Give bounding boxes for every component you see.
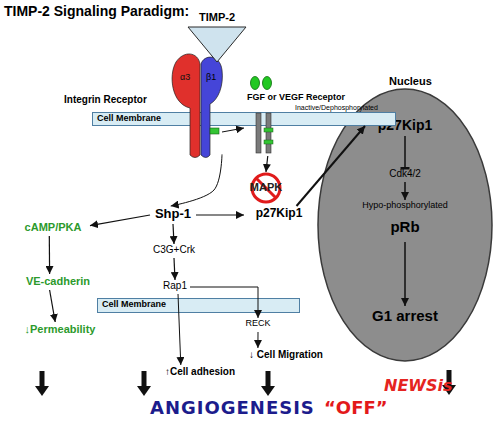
growth-factor-receptor-part — [256, 113, 261, 153]
arrow-shaft — [40, 371, 45, 387]
protein-label: Rap1 — [160, 280, 190, 292]
receptor-label: Inactive/Dephosphorylated — [295, 104, 378, 112]
outcome-heading: ANGIOGENESIS — [150, 398, 315, 419]
protein-node: p27Kip1 — [244, 206, 314, 224]
watermark: NEWSis — [384, 377, 453, 395]
growth-factor-receptor-part — [264, 140, 273, 144]
protein-label: Cdk4/2 — [380, 168, 430, 180]
protein-node: Shp-1 — [150, 206, 196, 224]
arrow-shaft — [266, 371, 271, 387]
receptor-label: FGF or VEGF Receptor — [247, 92, 345, 102]
protein-label: Hypo-phosphorylated — [345, 200, 465, 210]
down-arrow — [137, 371, 151, 396]
pathway-label: VE-cadherin — [16, 275, 100, 288]
growth-factor-receptor: FGF or VEGF ReceptorInactive/Dephosphory… — [244, 76, 376, 156]
protein-node: Hypo-phosphorylated pRb — [345, 200, 465, 242]
protein-label: pRb — [345, 218, 465, 235]
signal-arrow — [173, 224, 174, 244]
cell-membrane: Cell Membrane — [97, 298, 300, 313]
arrow-shaft — [142, 371, 147, 387]
protein-node: C3G+Crk — [146, 244, 202, 258]
cell-membrane: Cell Membrane — [92, 112, 396, 126]
growth-factor-receptor-part — [251, 77, 260, 90]
integrin-receptor-part — [201, 57, 222, 157]
pathway-node: cAMP/PKA — [16, 220, 90, 236]
receptor-label: β1 — [206, 72, 216, 82]
outcome-node: ↓Permeability — [12, 322, 108, 338]
diagram-title: TIMP-2 Signaling Paradigm: — [4, 3, 189, 19]
protein-label: p27Kip1 — [244, 207, 314, 221]
outcome-node: G1 arrest — [355, 306, 455, 328]
signal-arrow — [266, 156, 268, 172]
pathway-label: cAMP/PKA — [16, 221, 90, 234]
signal-arrow — [49, 236, 50, 274]
arrow-head — [261, 386, 275, 396]
signal-arrow — [171, 154, 222, 206]
outcome-label: G1 arrest — [355, 307, 455, 324]
pathway-node: VE-cadherin — [16, 274, 100, 290]
outcome-label: ↓Permeability — [12, 323, 108, 336]
signal-arrow — [297, 126, 366, 206]
growth-factor-receptor-part — [264, 128, 273, 132]
integrin-receptor-part — [172, 54, 200, 158]
integrin-receptor: Integrin Receptor α3 β1 — [62, 48, 222, 160]
signal-arrow — [178, 294, 181, 365]
ligand-name: TIMP-2 — [186, 11, 248, 24]
protein-node: RECK — [240, 318, 276, 332]
signal-arrow — [190, 287, 258, 318]
outcome-state: “OFF” — [324, 398, 388, 419]
compartment-label: Nucleus — [389, 75, 432, 88]
receptor-label: α3 — [180, 72, 190, 82]
signal-arrow — [404, 242, 406, 306]
outcome-node: ↓ Cell Migration — [234, 348, 338, 364]
ligand-triangle: TIMP-2 — [186, 10, 248, 64]
arrow-head — [35, 386, 49, 396]
arrow-head — [137, 386, 151, 396]
membrane-label: Cell Membrane — [97, 113, 161, 123]
protein-node: Cdk4/2 — [380, 168, 430, 182]
outcome-label: ↑Cell adhesion — [152, 366, 248, 378]
signal-arrow — [222, 128, 244, 132]
protein-label: RECK — [240, 318, 276, 328]
protein-label: Shp-1 — [150, 207, 196, 222]
kinase-label: MAPK — [245, 181, 287, 194]
protein-label: C3G+Crk — [146, 244, 202, 256]
down-arrow — [261, 371, 275, 396]
blocked-kinase: MAPK — [245, 172, 287, 204]
signal-arrow — [257, 332, 258, 348]
signal-arrow — [404, 182, 406, 200]
signal-arrow — [50, 290, 56, 322]
down-arrow — [35, 371, 49, 396]
outcome-node: ↑Cell adhesion — [152, 365, 248, 381]
protein-node: Rap1 — [160, 280, 190, 294]
signal-arrow — [174, 258, 175, 280]
nucleus: Nucleusp27Kip1Cdk4/2Hypo-phosphorylatedp… — [317, 88, 493, 362]
growth-factor-receptor-part — [266, 113, 271, 153]
receptor-label: Integrin Receptor — [64, 94, 147, 106]
signal-arrow — [196, 214, 244, 215]
integrin-receptor-part — [210, 128, 219, 134]
signal-arrow — [90, 215, 150, 226]
outcome-label: ↓ Cell Migration — [234, 349, 338, 361]
nucleus-part — [318, 89, 492, 361]
membrane-label: Cell Membrane — [102, 299, 166, 309]
growth-factor-receptor-shape — [244, 76, 376, 156]
growth-factor-receptor-part — [263, 77, 272, 90]
signal-arrow — [404, 136, 406, 168]
